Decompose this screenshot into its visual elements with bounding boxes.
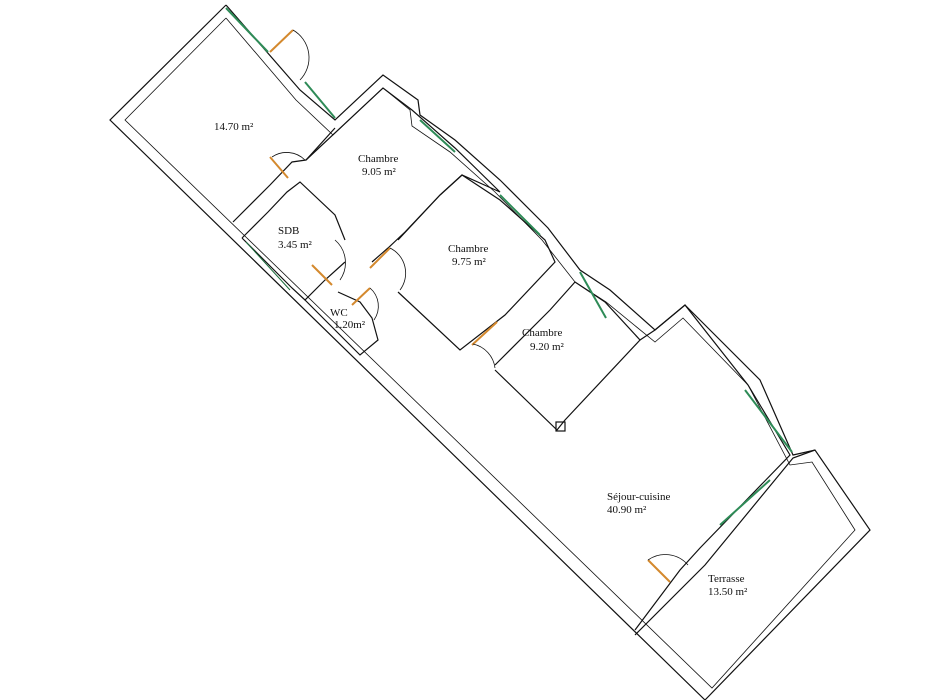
door-leaf-terrasse [647,559,671,583]
room-top-area: 14.70 m² [214,121,254,133]
wall-chambre-1 [305,87,501,263]
exterior-walls [109,4,871,700]
wall-sejour [634,304,791,631]
window-room-top-2 [304,81,336,119]
door-arc-chambre-2 [389,247,407,291]
window-sejour-2 [719,479,771,526]
wall-chambre-2 [397,174,556,351]
window-chambre-1 [419,119,456,153]
chambre-3-area: 9.20 m² [530,341,565,353]
windows [225,7,793,526]
wc-name: WC [330,307,348,319]
window-chambre-3 [579,271,607,319]
terrasse-area: 13.50 m² [708,586,748,598]
window-chambre-2 [499,194,541,236]
door-leaf-wc [351,287,371,306]
door-arc-entry [292,29,310,81]
door-arc-sdb [334,239,346,281]
door-arc-chambre-3 [472,343,496,369]
door-leaf-chambre-2 [369,247,391,269]
wc-area: 1.20m² [334,319,366,331]
chambre-1-area: 9.05 m² [362,166,397,178]
wall-room-top-south [232,127,336,223]
sdb-area: 3.45 m² [278,239,313,251]
doors [269,29,689,583]
wall-chambre-3 [494,281,641,431]
room-labels: 14.70 m² Chambre 9.05 m² SDB 3.45 m² Cha… [214,121,748,598]
chambre-2-name: Chambre [448,243,488,255]
door-arc-chambre-1 [271,152,306,161]
wall-terrasse [634,449,816,636]
door-leaf-entry [269,29,294,53]
chambre-1-name: Chambre [358,153,398,165]
sdb-name: SDB [278,225,299,237]
door-arc-wc [369,287,379,321]
exterior-wall-outer [109,4,871,700]
chambre-3-name: Chambre [522,327,562,339]
terrasse-name: Terrasse [708,573,745,585]
sejour-name: Séjour-cuisine [607,491,670,503]
window-room-top [225,7,269,53]
window-sdb [245,241,291,291]
door-leaf-chambre-3 [471,321,498,346]
door-arc-terrasse [647,554,689,566]
wall-sdb-north [241,181,346,241]
sejour-area: 40.90 m² [607,504,647,516]
chambre-2-area: 9.75 m² [452,256,487,268]
interior-walls [232,87,816,636]
pillar [555,421,566,432]
door-leaf-sdb [311,264,333,286]
door-leaf-chambre-1 [269,156,289,179]
window-sejour [744,389,793,453]
